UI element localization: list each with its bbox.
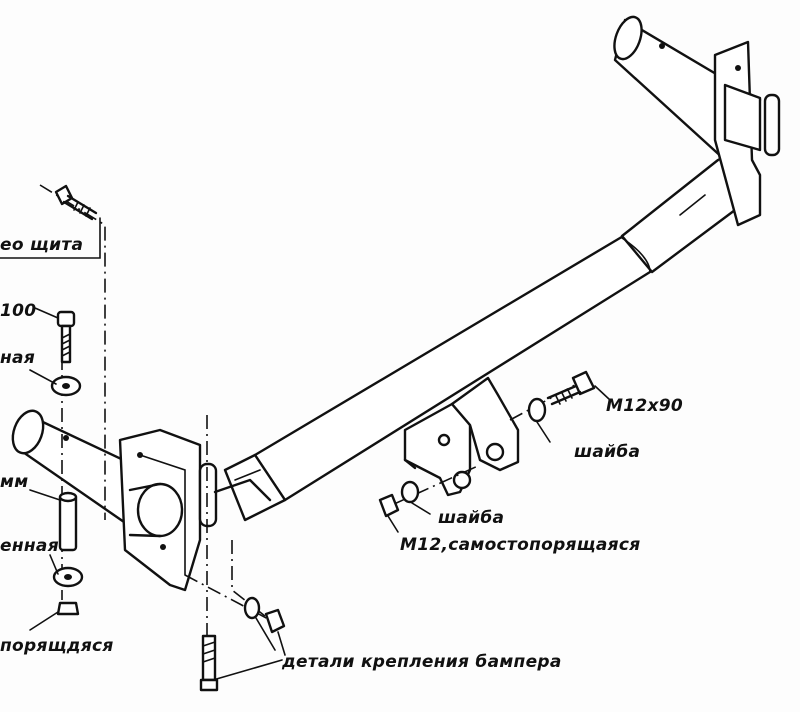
bumper-fasteners <box>199 596 286 692</box>
left-end-assembly <box>11 409 272 592</box>
right-end-assembly <box>613 15 781 227</box>
label-washer-right: шайба <box>574 442 640 462</box>
callout-labels: ео щита 100 ная мм енная порящдяся M12x9… <box>0 235 683 672</box>
hitch-bracket <box>403 376 520 497</box>
label-bolt-100: 100 <box>0 301 36 321</box>
label-spacer: мм <box>0 472 28 492</box>
label-washer-bottom: енная <box>0 536 59 556</box>
label-heat-shield-bolt: ео щита <box>0 235 83 255</box>
label-bolt-m12x90: M12x90 <box>606 396 683 416</box>
label-bumper-parts: детали крепления бампера <box>281 652 562 672</box>
label-washer-top: ная <box>0 348 35 368</box>
label-nut-m12: M12,самостопорящаяся <box>400 535 640 555</box>
cross-beam <box>223 156 748 522</box>
right-fasteners <box>378 370 596 518</box>
left-fasteners <box>50 184 98 616</box>
label-nut-left: порящдяся <box>0 636 114 656</box>
leader-lines <box>0 217 611 681</box>
label-washer-middle: шайба <box>438 508 504 528</box>
